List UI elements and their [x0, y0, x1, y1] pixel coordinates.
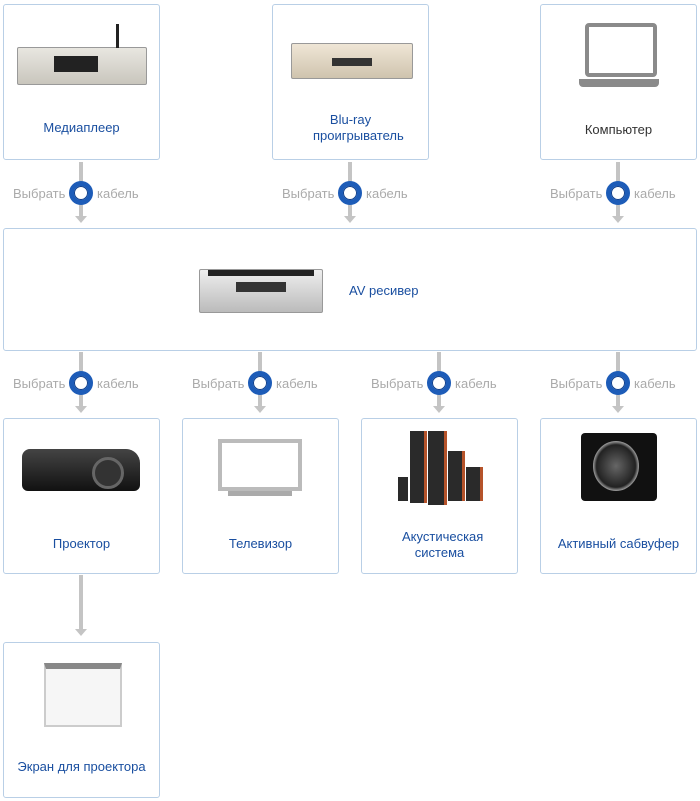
- tv-image: [218, 439, 302, 491]
- laptop-icon: [579, 23, 659, 87]
- cable-select-button[interactable]: [606, 371, 630, 395]
- tv-label: Телевизор: [228, 536, 293, 551]
- screen-label: Экран для проектора: [17, 759, 146, 774]
- node-tv[interactable]: Телевизор: [182, 418, 339, 574]
- projector-image: [22, 449, 140, 491]
- bluray-label: Blu-ray проигрыватель: [313, 112, 404, 143]
- subwoofer-label: Активный сабвуфер: [557, 536, 680, 551]
- projector-label: Проектор: [52, 536, 111, 551]
- bluray-image: [291, 43, 413, 79]
- media-player-label: Медиаплеер: [43, 120, 120, 135]
- node-computer[interactable]: Компьютер: [540, 4, 697, 160]
- node-projector-screen[interactable]: Экран для проектора: [3, 642, 160, 798]
- subwoofer-image: [581, 433, 657, 501]
- cable-select-button[interactable]: [606, 181, 630, 205]
- cable-select-button[interactable]: [248, 371, 272, 395]
- node-subwoofer[interactable]: Активный сабвуфер: [540, 418, 697, 574]
- receiver-image: [199, 269, 323, 313]
- node-media-player[interactable]: Медиаплеер: [3, 4, 160, 160]
- cable-select-button[interactable]: [427, 371, 451, 395]
- receiver-label: AV ресивер: [349, 283, 419, 298]
- media-player-image: [17, 24, 147, 85]
- speakers-label: Акустическая система: [402, 529, 484, 560]
- node-av-receiver[interactable]: AV ресивер: [3, 228, 697, 351]
- node-projector[interactable]: Проектор: [3, 418, 160, 574]
- computer-label: Компьютер: [584, 122, 653, 137]
- screen-image: [44, 663, 122, 727]
- node-bluray-player[interactable]: Blu-ray проигрыватель: [272, 4, 429, 160]
- speakers-image: [398, 431, 484, 505]
- cable-select-button[interactable]: [338, 181, 362, 205]
- node-speakers[interactable]: Акустическая система: [361, 418, 518, 574]
- tv-stand: [228, 491, 292, 496]
- cable-select-button[interactable]: [69, 371, 93, 395]
- cable-select-button[interactable]: [69, 181, 93, 205]
